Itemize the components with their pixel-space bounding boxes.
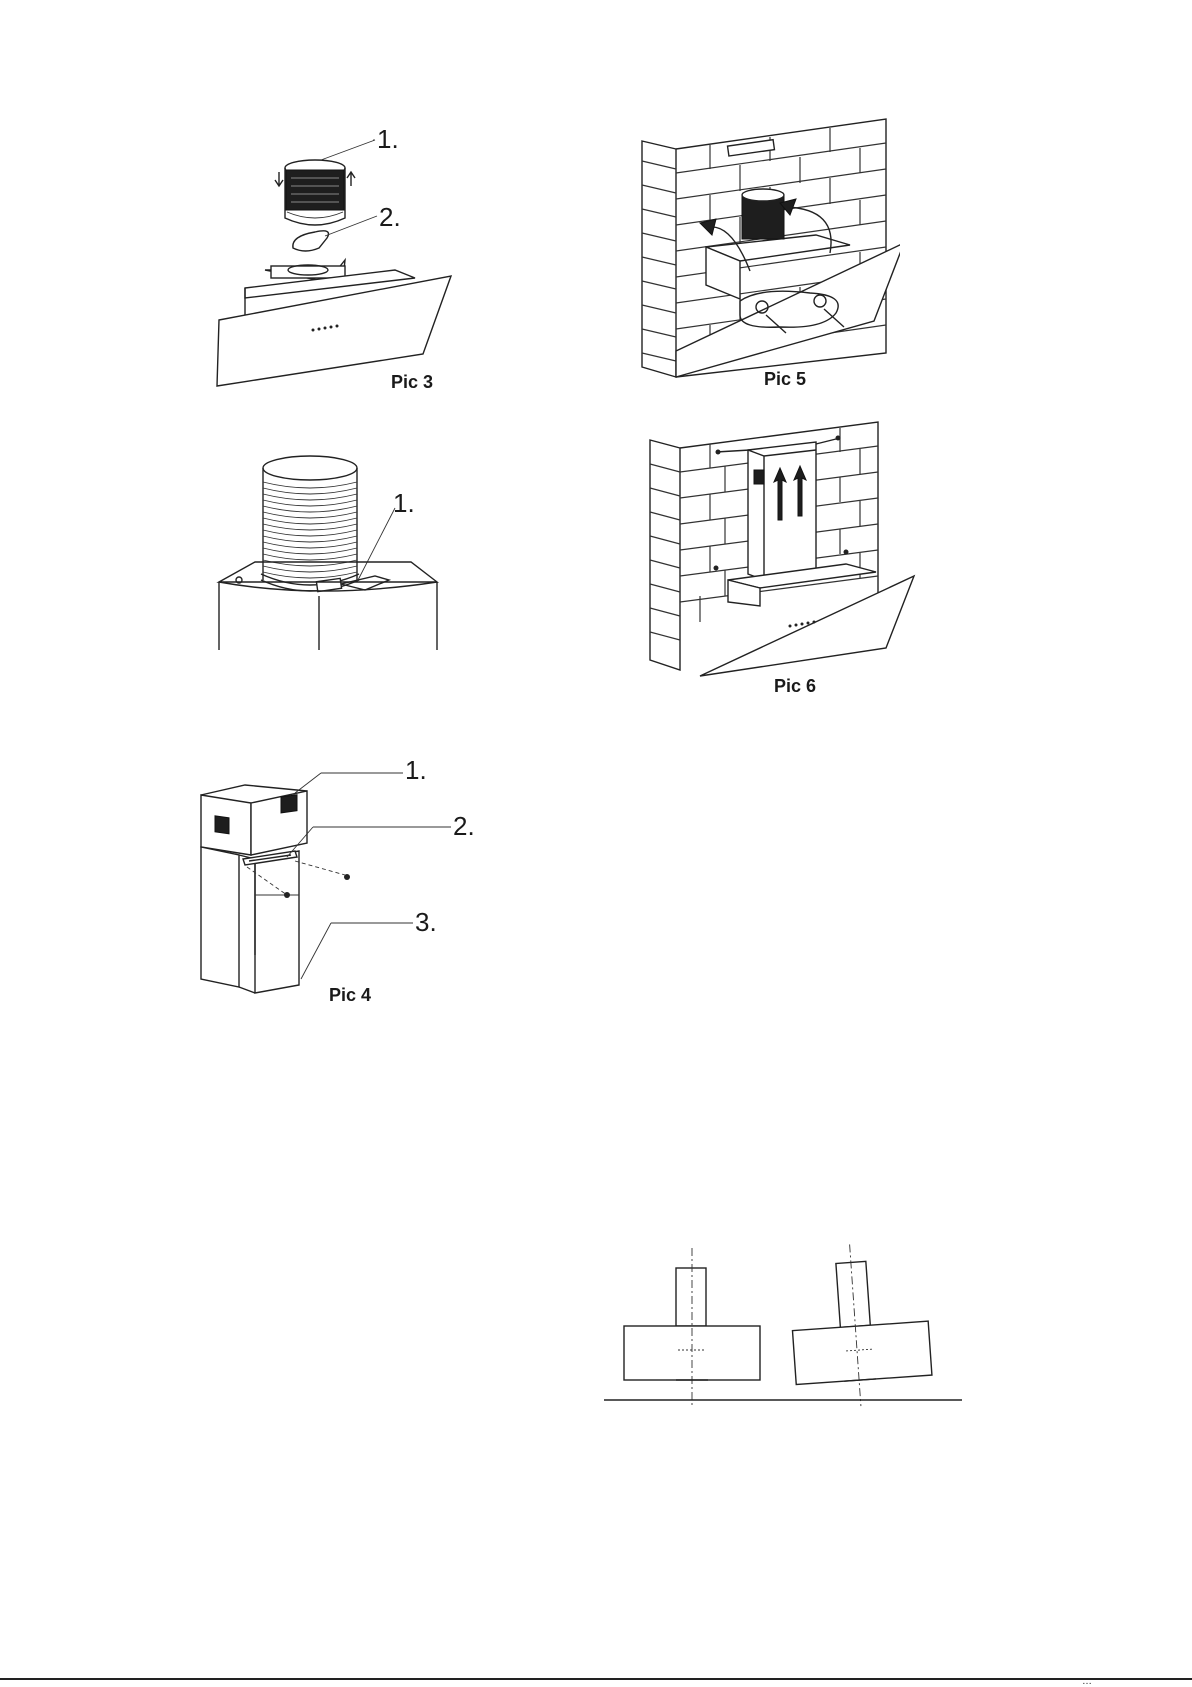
- hood-level: [624, 1248, 760, 1406]
- chimney-pic6: [714, 436, 849, 581]
- damper-flap: [293, 231, 329, 251]
- figure-pic3: 1. 2. Pic 3: [215, 120, 515, 420]
- caption-pic6: Pic 6: [774, 676, 816, 696]
- hood-tilted: [787, 1240, 934, 1410]
- figure-pic6: Pic 6: [640, 420, 920, 710]
- footer-fragment: …: [1082, 1676, 1092, 1687]
- callout-1: 1.: [405, 755, 427, 785]
- figure-pic5: Pic 5: [640, 115, 900, 395]
- callout-3: 3.: [415, 907, 437, 937]
- caption-pic3: Pic 3: [391, 372, 433, 392]
- chimney-top: [219, 562, 437, 650]
- callout-2: 2.: [453, 811, 475, 841]
- hood-body: [217, 260, 451, 386]
- figure-duct-clamp: 1.: [215, 450, 515, 660]
- callout-1: 1.: [393, 488, 415, 518]
- upper-chimney: [201, 785, 307, 855]
- figure-alignment: [598, 1240, 968, 1410]
- callout-2: 2.: [379, 202, 401, 232]
- caption-pic5: Pic 5: [764, 369, 806, 389]
- hood-pic6: [700, 564, 914, 676]
- caption-pic4: Pic 4: [329, 985, 371, 1005]
- callout-1: 1.: [377, 124, 399, 154]
- footer-rule: [0, 1678, 1192, 1680]
- figure-pic4: 1. 2. 3. Pic 4: [195, 755, 495, 1085]
- filter-cylinder: [275, 160, 355, 225]
